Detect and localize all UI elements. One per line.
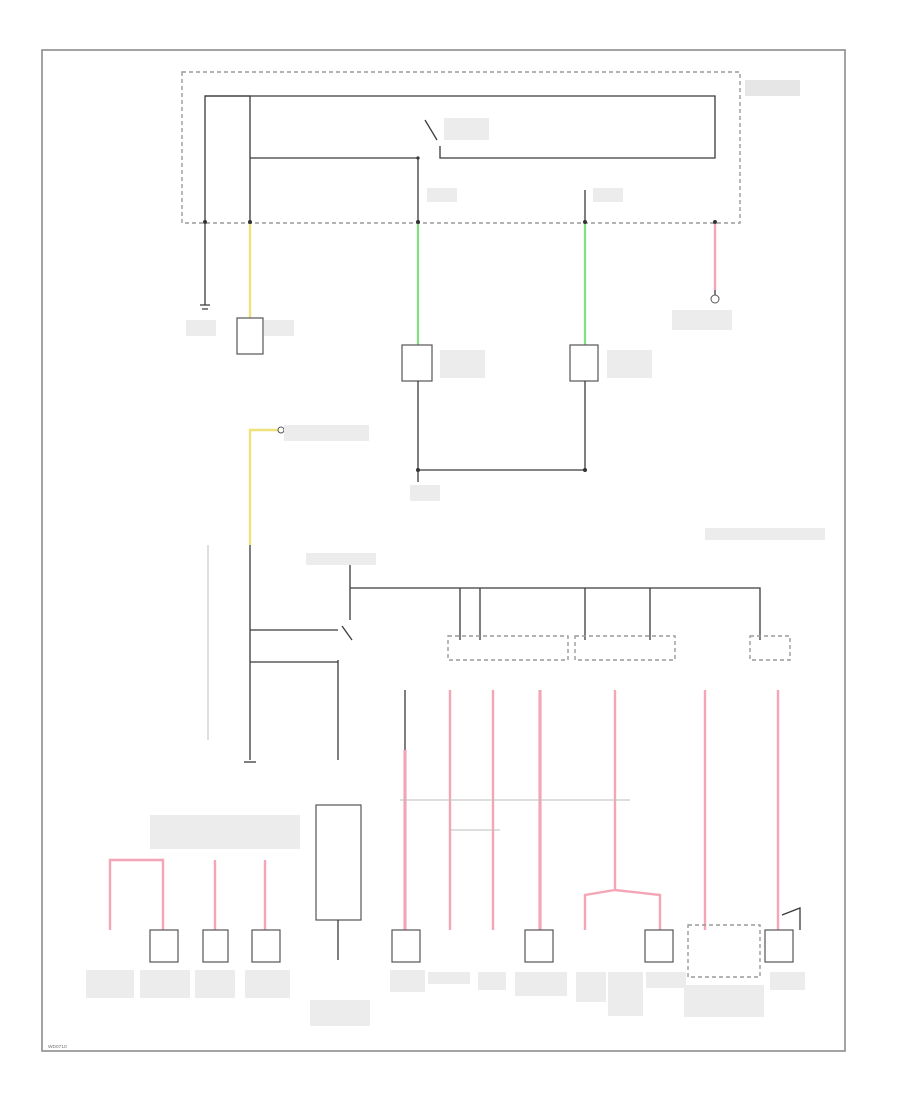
lower-bus bbox=[337, 565, 791, 760]
top-circuit bbox=[203, 95, 717, 224]
feed-wires bbox=[200, 224, 720, 350]
diagram-frame bbox=[41, 49, 846, 1052]
footer-code: WD0710 bbox=[48, 1044, 67, 1050]
label-marks bbox=[86, 80, 825, 1026]
left-lower-group bbox=[108, 804, 362, 960]
fuse-block-outline bbox=[181, 71, 741, 224]
branch-wires bbox=[400, 690, 780, 930]
relay-modules bbox=[236, 317, 599, 482]
left-feed bbox=[207, 426, 338, 763]
wire-yellow-2 bbox=[248, 428, 278, 545]
bottom-connectors bbox=[149, 907, 801, 978]
